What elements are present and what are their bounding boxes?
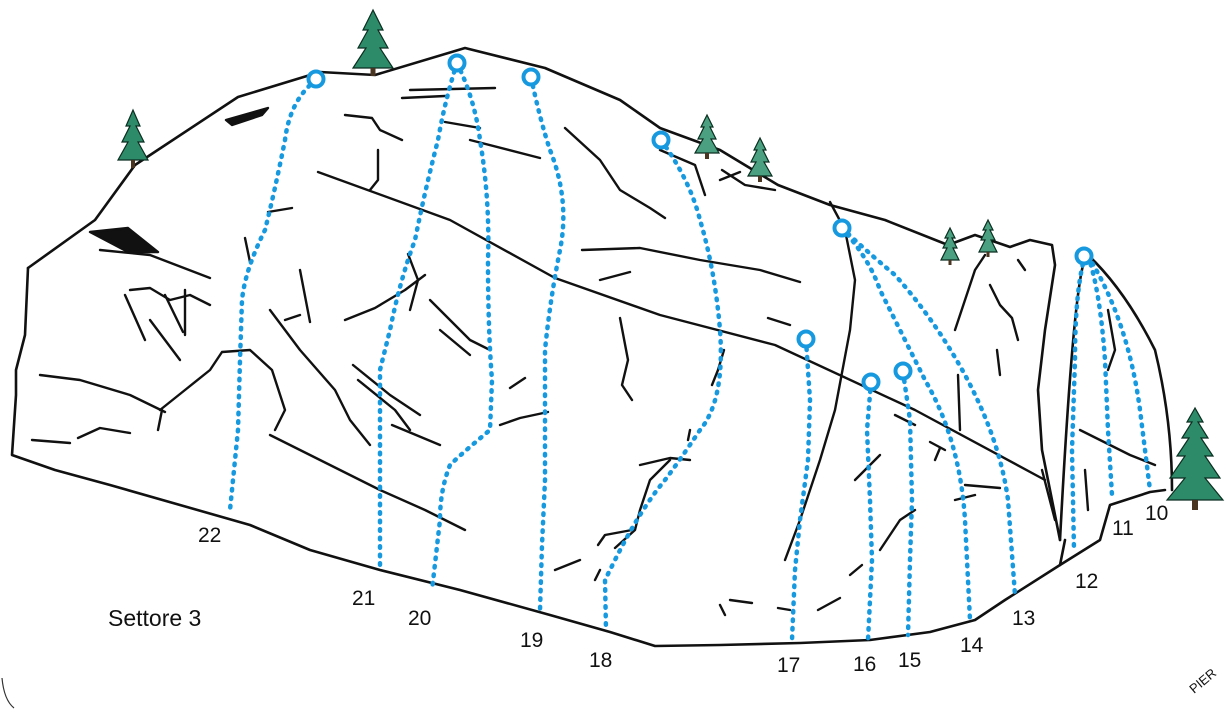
sector-label: Settore 3	[108, 605, 201, 631]
route-numbers: 10 11 12 13 14 15 16 17 18 19 20 21 22	[198, 502, 1168, 677]
tree-icon-6	[978, 218, 998, 257]
route-number-21: 21	[352, 587, 375, 610]
tree-icon-3	[693, 113, 721, 159]
route-number-13: 13	[1012, 607, 1035, 630]
route-line-10	[1085, 253, 1153, 493]
route-line-15	[900, 369, 915, 638]
route-line-16	[864, 379, 875, 643]
route-line-21	[377, 60, 460, 573]
route-line-11	[1085, 253, 1115, 498]
route-line-19	[528, 74, 566, 613]
route-number-16: 16	[853, 653, 876, 676]
route-number-12: 12	[1075, 570, 1098, 593]
tree-icon-7	[1165, 406, 1225, 510]
anchor-icon-19	[521, 67, 541, 87]
route-number-18: 18	[589, 649, 612, 672]
route-number-22: 22	[198, 524, 221, 547]
route-line-17	[789, 337, 813, 643]
anchor-icon-17	[796, 329, 816, 349]
anchor-icon-13-14	[832, 218, 852, 238]
route-number-20: 20	[408, 607, 431, 630]
route-line-14	[839, 225, 973, 623]
route-number-15: 15	[898, 649, 921, 672]
route-line-22	[227, 77, 319, 513]
tree-icon-5	[940, 226, 960, 265]
route-line-13	[839, 225, 1018, 598]
anchor-icon-10-12	[1074, 246, 1094, 266]
tree-icon-4	[746, 136, 774, 182]
rock-outline	[10, 46, 1174, 648]
anchor-icon-20-21	[447, 53, 467, 73]
watermark: PIER	[1186, 665, 1219, 696]
anchor-icon-15	[893, 361, 913, 381]
route-number-19: 19	[520, 629, 543, 652]
tree-icon-2	[116, 108, 150, 168]
route-lines	[227, 60, 1153, 643]
route-line-18	[602, 137, 724, 633]
tree-icon-1	[351, 8, 395, 76]
route-number-11: 11	[1112, 517, 1134, 540]
anchor-icon-18	[651, 130, 671, 150]
route-number-14: 14	[960, 634, 984, 657]
anchors	[306, 53, 1094, 392]
anchor-icon-16	[861, 372, 881, 392]
route-number-17: 17	[777, 654, 800, 677]
anchor-icon-22	[306, 69, 326, 89]
route-number-10: 10	[1145, 502, 1168, 525]
route-line-12	[1069, 253, 1088, 553]
route-line-20	[429, 60, 495, 593]
frame-corner	[1, 677, 15, 709]
